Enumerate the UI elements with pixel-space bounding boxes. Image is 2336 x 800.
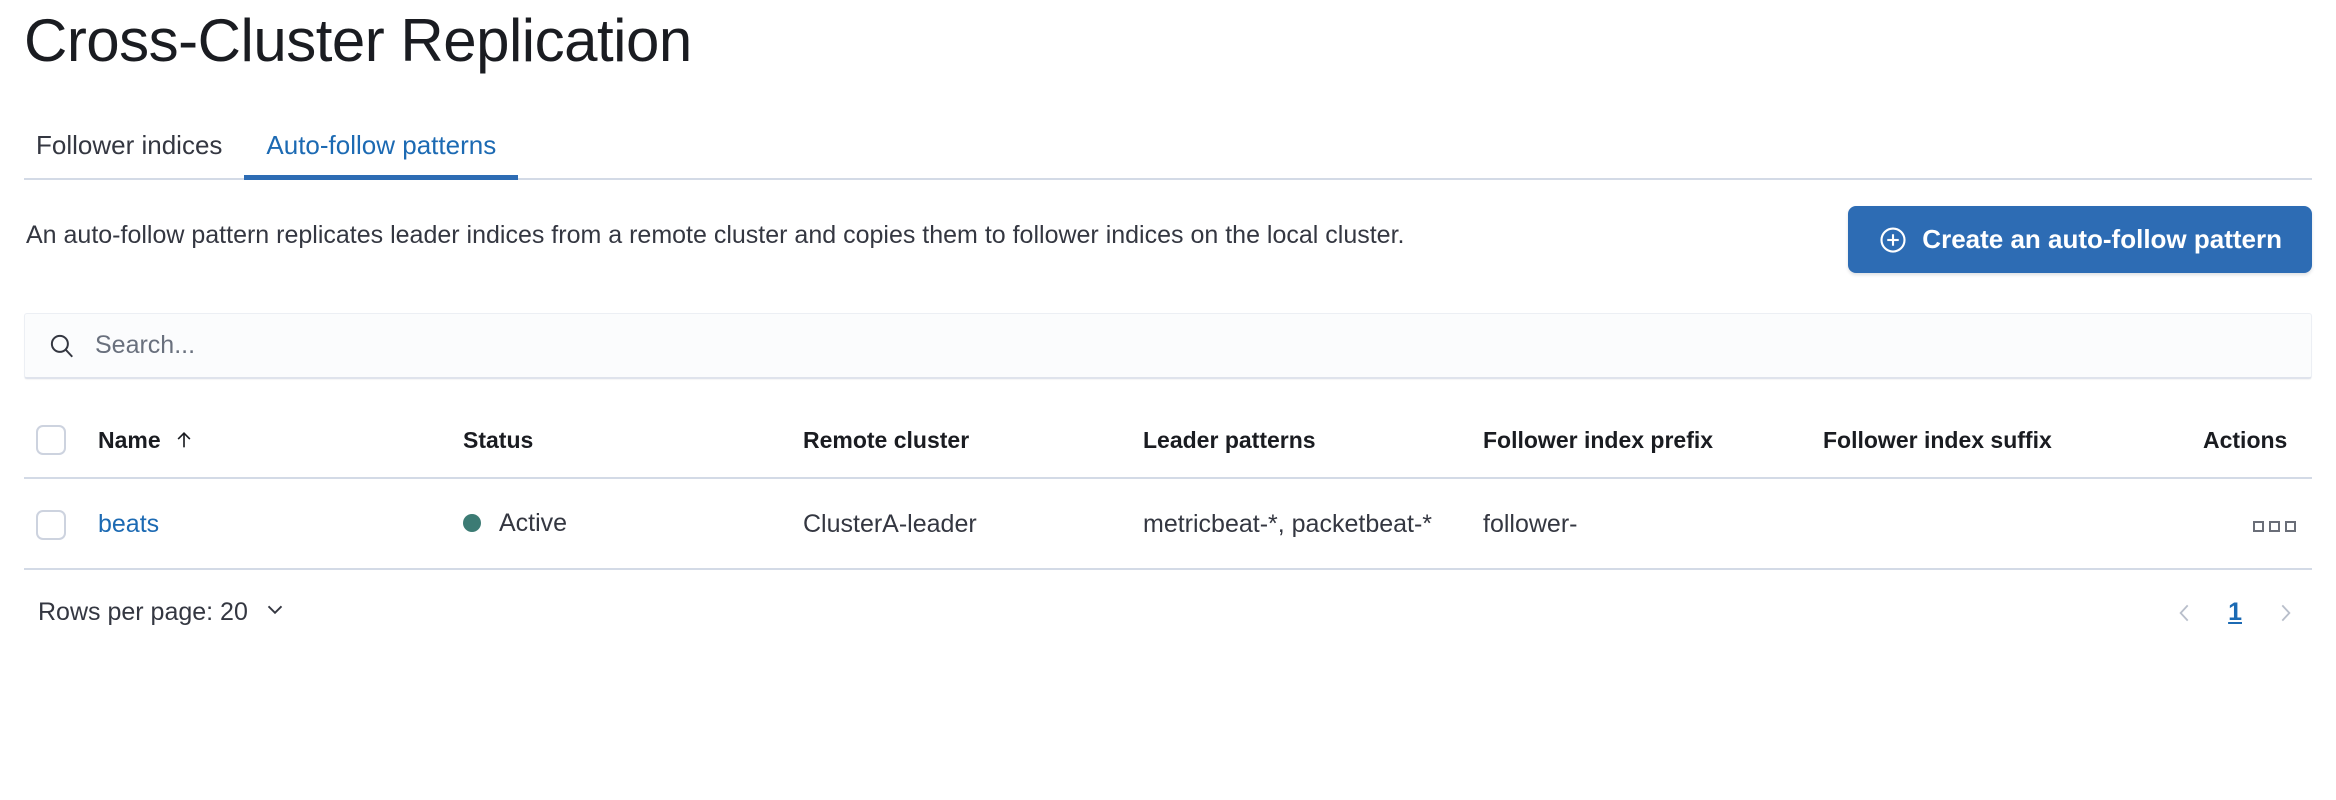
rows-per-page-label: Rows per page: 20 — [38, 598, 248, 627]
row-checkbox[interactable] — [36, 509, 66, 540]
cell-follower-index-suffix — [1811, 478, 2191, 571]
plus-in-circle-icon — [1878, 225, 1908, 255]
column-header-actions: Actions — [2191, 415, 2312, 479]
column-header-name[interactable]: Name — [86, 415, 451, 479]
ellipsis-horizontal-icon[interactable] — [2249, 517, 2300, 536]
cell-name: beats — [86, 478, 451, 571]
auto-follow-patterns-table: Name Status Remote cluster Leader patter… — [24, 415, 2312, 571]
table-row: beats Active ClusterA-leader metricbeat-… — [24, 478, 2312, 571]
pattern-name-link[interactable]: beats — [98, 509, 160, 538]
cell-actions — [2191, 478, 2312, 571]
column-header-status[interactable]: Status — [451, 415, 791, 479]
status-dot-icon — [463, 514, 481, 533]
column-header-leader-patterns[interactable]: Leader patterns — [1131, 415, 1471, 479]
search-bar[interactable] — [24, 313, 2312, 379]
page-number-1[interactable]: 1 — [2228, 598, 2242, 627]
cell-leader-patterns: metricbeat-*, packetbeat-* — [1131, 478, 1471, 571]
select-all-header — [24, 415, 86, 479]
chevron-right-icon[interactable] — [2272, 600, 2298, 626]
tab-follower-indices[interactable]: Follower indices — [36, 130, 223, 160]
table-header-row: Name Status Remote cluster Leader patter… — [24, 415, 2312, 479]
cell-remote-cluster: ClusterA-leader — [791, 478, 1131, 571]
arrow-up-icon — [173, 429, 195, 451]
cell-status: Active — [451, 478, 791, 571]
row-select-cell — [24, 478, 86, 571]
cell-follower-index-prefix: follower- — [1471, 478, 1811, 571]
status-label: Active — [499, 509, 568, 537]
column-header-name-label: Name — [98, 426, 161, 453]
intro-row: An auto-follow pattern replicates leader… — [24, 206, 2312, 273]
create-auto-follow-pattern-button[interactable]: Create an auto-follow pattern — [1848, 206, 2312, 273]
column-header-remote-cluster[interactable]: Remote cluster — [791, 415, 1131, 479]
create-button-label: Create an auto-follow pattern — [1922, 224, 2282, 254]
search-input[interactable] — [95, 314, 2289, 377]
column-header-follower-index-suffix[interactable]: Follower index suffix — [1811, 415, 2191, 479]
tab-bar: Follower indices Auto-follow patterns — [24, 118, 2312, 180]
table-footer: Rows per page: 20 1 — [24, 596, 2312, 629]
pagination: 1 — [2172, 598, 2298, 627]
column-header-follower-index-prefix[interactable]: Follower index prefix — [1471, 415, 1811, 479]
rows-per-page-selector[interactable]: Rows per page: 20 — [38, 596, 288, 629]
page-title: Cross-Cluster Replication — [24, 7, 692, 74]
select-all-checkbox[interactable] — [36, 425, 66, 455]
chevron-down-icon — [262, 596, 288, 629]
intro-description: An auto-follow pattern replicates leader… — [26, 221, 1405, 249]
chevron-left-icon[interactable] — [2172, 600, 2198, 626]
search-icon — [47, 331, 77, 361]
tab-auto-follow-patterns[interactable]: Auto-follow patterns — [244, 132, 519, 180]
